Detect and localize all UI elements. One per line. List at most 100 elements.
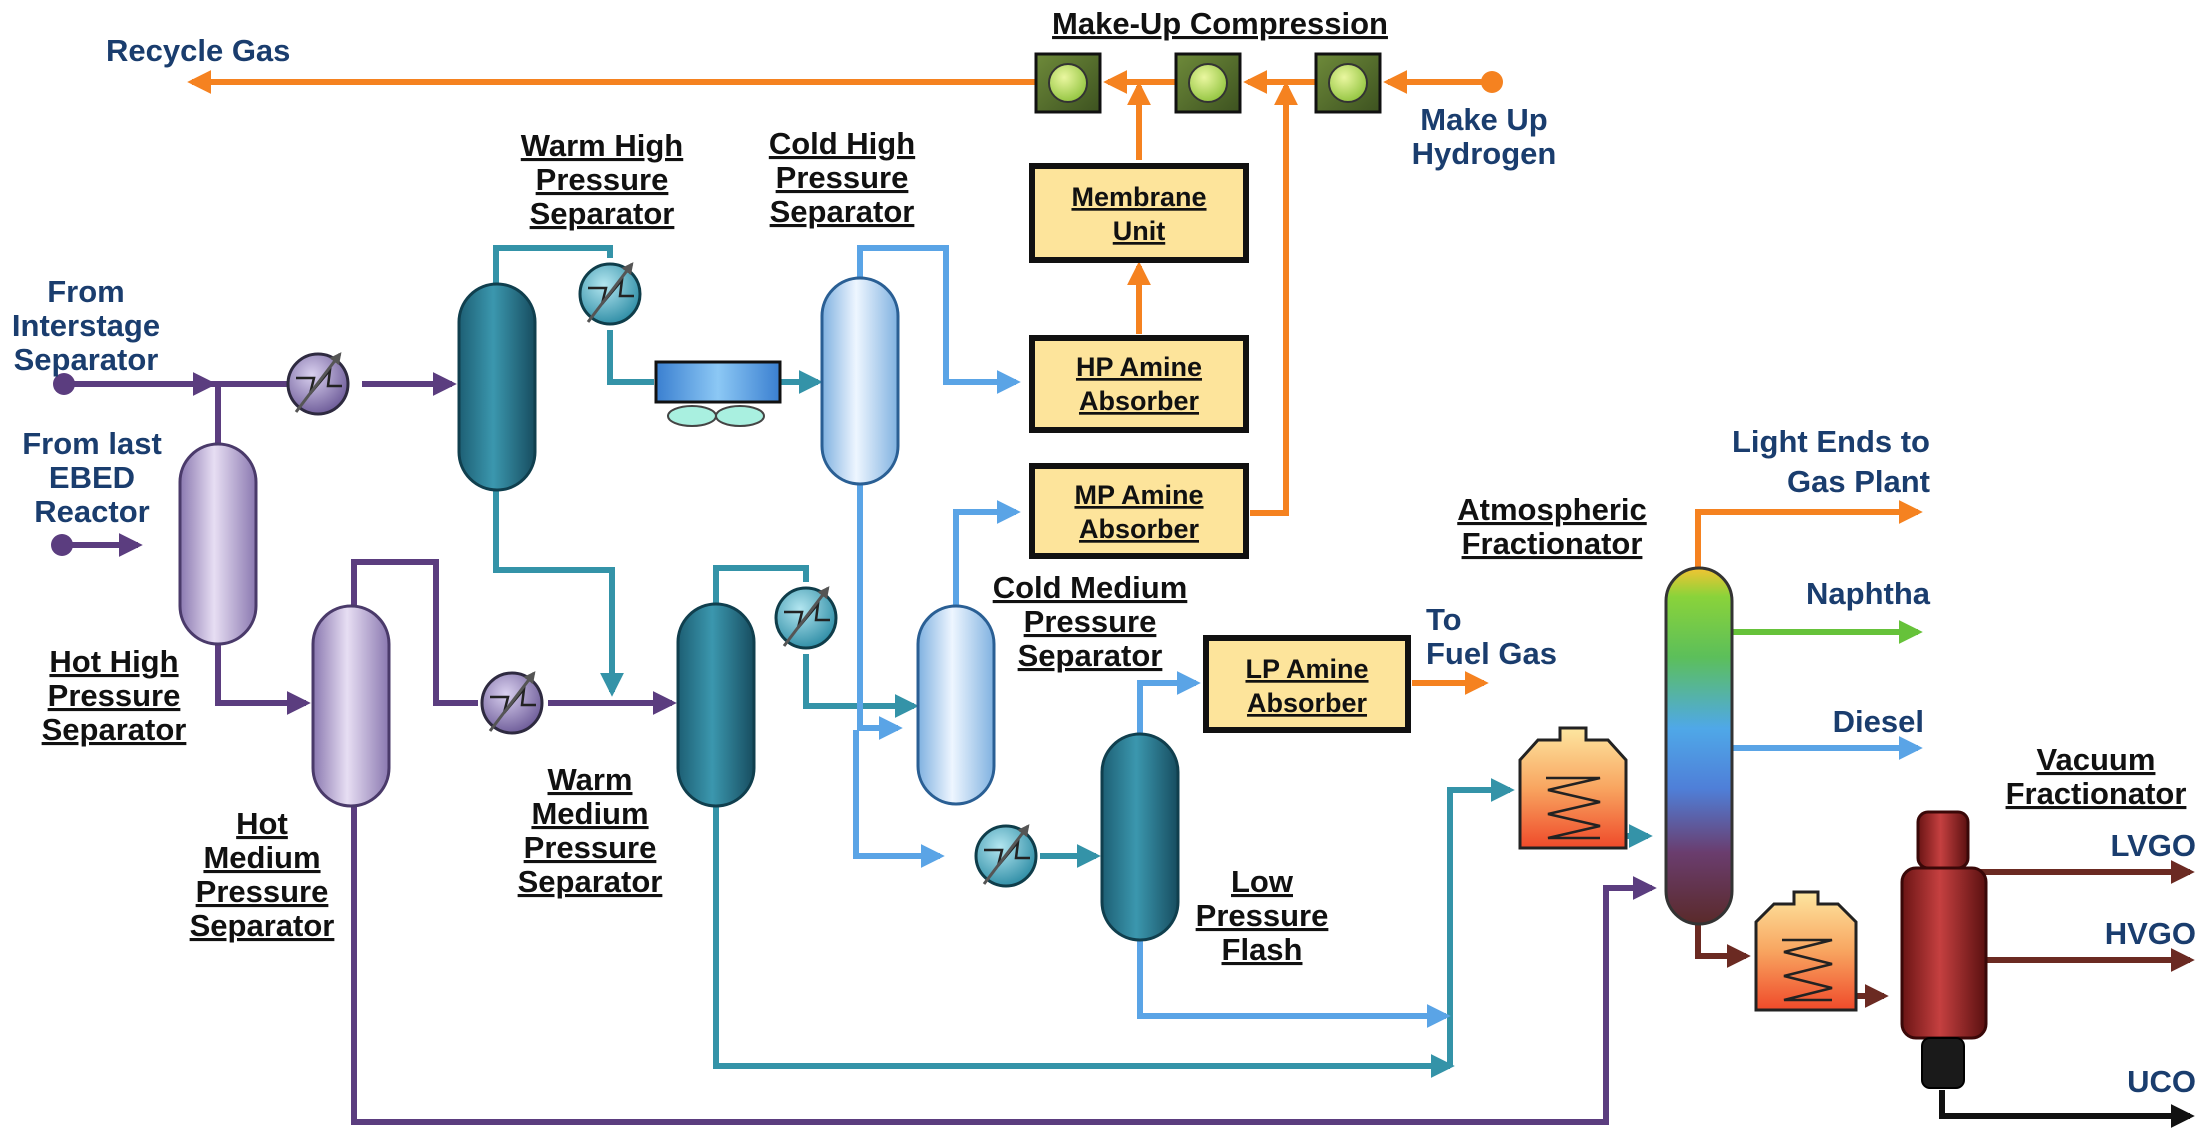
hot-medium-pressure-separator-vessel — [311, 604, 391, 808]
warm-mp-separator-label-line1: Warm — [548, 762, 633, 797]
recycle-gas-label: Recycle Gas — [106, 33, 290, 68]
from-last-ebed-label-line3: Reactor — [34, 494, 149, 529]
air-cooler — [654, 360, 782, 427]
make-up-hydrogen-label-line1: Make Up — [1420, 102, 1547, 137]
cmps-overhead-line — [953, 500, 1021, 608]
diesel-label: Diesel — [1833, 704, 1924, 739]
mp-amine-label-line1: MP Amine — [1074, 480, 1203, 510]
hmps-bottom-line — [351, 805, 1657, 1125]
cold-mp-separator-label-line2: Pressure — [1024, 604, 1157, 639]
chps-bottom-line — [857, 482, 903, 740]
lpf-bottom-line — [1137, 938, 1451, 1028]
wmps-bottom-line — [713, 806, 1455, 1078]
hot-hp-separator-label-line3: Separator — [42, 712, 187, 747]
mp-amine-to-compression-line — [1250, 81, 1298, 516]
cold-medium-pressure-separator-vessel — [916, 604, 996, 806]
whps-overhead-line — [493, 245, 613, 284]
heat-exchanger-whps-overhead — [578, 262, 642, 326]
warm-mp-separator-label-line4: Separator — [518, 864, 663, 899]
atmospheric-fractionator-label-line1: Atmospheric — [1457, 492, 1646, 527]
from-last-ebed-label-line2: EBED — [49, 460, 135, 495]
warm-medium-pressure-separator-vessel — [676, 602, 756, 808]
cold-high-pressure-separator-vessel — [820, 276, 900, 486]
hot-mp-separator-label-line3: Pressure — [196, 874, 329, 909]
make-up-compression-label: Make-Up Compression — [1052, 6, 1388, 41]
make-up-hydrogen-label-line2: Hydrogen — [1412, 136, 1557, 171]
ebed-feed-source — [51, 534, 73, 556]
hmps-top-line — [351, 559, 478, 706]
hot-hp-separator-label-line2: Pressure — [48, 678, 181, 713]
uco-label: UCO — [2127, 1064, 2196, 1099]
whps-exchanger-out-line — [607, 330, 654, 385]
lp-amine-label-line1: LP Amine — [1245, 654, 1368, 684]
fired-heater-2 — [1754, 890, 1858, 1012]
compressor-2 — [1174, 52, 1242, 114]
vacuum-fractionator-label-line2: Fractionator — [2006, 776, 2187, 811]
light-ends-label-line1: Light Ends to — [1732, 424, 1930, 459]
wmps-overhead-line — [713, 565, 809, 606]
cold-hp-separator-label-line2: Pressure — [776, 160, 909, 195]
lp-amine-label-line2: Absorber — [1247, 688, 1368, 718]
atmospheric-fractionator-label-line2: Fractionator — [1462, 526, 1643, 561]
hot-mp-separator-label-line1: Hot — [236, 806, 288, 841]
warm-mp-separator-label-line2: Medium — [531, 796, 648, 831]
membrane-unit-label-line2: Unit — [1113, 216, 1165, 246]
mp-amine-label-line2: Absorber — [1079, 514, 1200, 544]
from-interstage-label-line2: Interstage — [12, 308, 160, 343]
compressor-3 — [1314, 52, 1382, 114]
makeup-hydrogen-source — [1481, 71, 1503, 93]
warm-hp-separator-label-line3: Separator — [530, 196, 675, 231]
hp-amine-label-line2: Absorber — [1079, 386, 1200, 416]
warm-hp-separator-label-line1: Warm High — [521, 128, 683, 163]
low-pressure-flash-label-line3: Flash — [1222, 932, 1303, 967]
heat-exchanger-cmps-bottom — [974, 824, 1038, 888]
vacuum-fractionator-vessel — [1900, 810, 1988, 1089]
hot-hp-separator-label-line1: Hot High — [49, 644, 178, 679]
warm-hp-separator-label-line2: Pressure — [536, 162, 669, 197]
membrane-unit-box — [1029, 163, 1249, 263]
low-pressure-flash-label-line2: Pressure — [1196, 898, 1329, 933]
heat-exchanger-feed — [286, 352, 350, 416]
fired-heater-1 — [1518, 726, 1628, 850]
atmospheric-fractionator-column — [1664, 566, 1734, 926]
whps-bottom-line — [493, 490, 624, 697]
warm-high-pressure-separator-vessel — [457, 282, 537, 492]
light-ends-label-line2: Gas Plant — [1787, 464, 1930, 499]
from-last-ebed-label-line1: From last — [22, 426, 162, 461]
cold-hp-separator-label-line1: Cold High — [769, 126, 915, 161]
hot-mp-separator-label-line2: Medium — [203, 840, 320, 875]
from-interstage-label-line1: From — [47, 274, 125, 309]
interstage-feed-source — [53, 373, 75, 395]
uco-line — [1939, 1090, 2195, 1128]
cmps-to-exchanger-line — [853, 730, 945, 868]
lpf-overhead-line — [1137, 671, 1201, 736]
column-bottom-line — [1695, 922, 1751, 968]
compressor-1 — [1034, 52, 1102, 114]
hhps-bottom-line — [215, 642, 311, 715]
membrane-unit-label-line1: Membrane — [1071, 182, 1206, 212]
cold-mp-separator-label-line3: Separator — [1018, 638, 1163, 673]
hp-amine-absorber-box — [1029, 335, 1249, 433]
warm-mp-separator-label-line3: Pressure — [524, 830, 657, 865]
cold-mp-separator-label-line1: Cold Medium — [993, 570, 1188, 605]
mp-amine-absorber-box — [1029, 463, 1249, 559]
fractionator-feed-line — [1447, 778, 1515, 1066]
heat-exchanger-wmps-overhead — [774, 586, 838, 650]
wmps-exchanger-out-line — [803, 654, 919, 718]
from-interstage-label-line3: Separator — [14, 342, 159, 377]
heat-exchanger-hmps-overhead — [480, 671, 544, 735]
lp-amine-absorber-box — [1203, 635, 1411, 733]
lvgo-label: LVGO — [2110, 828, 2196, 863]
low-pressure-flash-vessel — [1100, 732, 1180, 942]
chps-overhead-line — [857, 245, 1021, 394]
cold-hp-separator-label-line3: Separator — [770, 194, 915, 229]
naphtha-label: Naphtha — [1806, 576, 1931, 611]
to-fuel-gas-label-line1: To — [1426, 602, 1462, 637]
hot-mp-separator-label-line4: Separator — [190, 908, 335, 943]
to-fuel-gas-label-line2: Fuel Gas — [1426, 636, 1557, 671]
hp-amine-label-line1: HP Amine — [1076, 352, 1202, 382]
hot-high-pressure-separator-vessel — [178, 442, 258, 646]
vacuum-fractionator-label-line1: Vacuum — [2037, 742, 2156, 777]
light-ends-line — [1695, 500, 1923, 570]
hvgo-label: HVGO — [2105, 916, 2196, 951]
